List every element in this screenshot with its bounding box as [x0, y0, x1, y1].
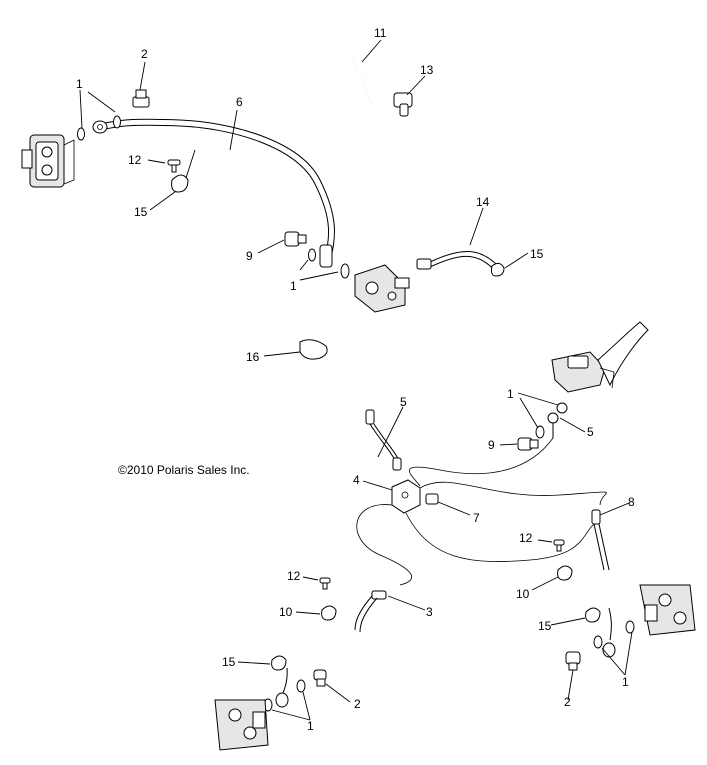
handlebar-master-cylinder [551, 321, 649, 393]
brake-line-end [602, 607, 616, 658]
crush-washer [340, 263, 350, 279]
callout-5: 5 [587, 425, 594, 439]
hose-clamp [321, 605, 337, 621]
callout-2: 2 [141, 47, 148, 61]
callout-7: 7 [473, 511, 480, 525]
callout-15: 15 [530, 247, 544, 261]
callout-15: 15 [134, 205, 148, 219]
brake-line-end [275, 667, 289, 708]
callout-10: 10 [279, 605, 293, 619]
brake-hose-8 [591, 509, 610, 571]
callout-9: 9 [246, 249, 253, 263]
callout-14: 14 [476, 195, 490, 209]
callout-2: 2 [564, 695, 571, 709]
screw [553, 539, 565, 552]
callout-1: 1 [76, 77, 83, 91]
callout-15: 15 [538, 619, 552, 633]
rear-left-brake-caliper [214, 699, 269, 751]
brake-hose-5 [365, 409, 402, 471]
crush-washer [625, 620, 635, 634]
crush-washer [308, 248, 316, 262]
callout-1: 1 [290, 279, 297, 293]
banjo-fitting [393, 92, 413, 117]
callout-1: 1 [307, 719, 314, 733]
crush-washer [593, 635, 603, 649]
hose-clamp [271, 655, 287, 671]
banjo-bolt [284, 231, 307, 247]
rear-right-brake-caliper [639, 584, 696, 636]
screw [319, 577, 331, 590]
callout-1: 1 [507, 387, 514, 401]
callout-12: 12 [519, 531, 533, 545]
banjo-bolt [565, 651, 581, 671]
banjo-fitting [547, 412, 559, 438]
crush-washer [77, 127, 85, 141]
screw [167, 159, 181, 173]
crush-washer [296, 679, 306, 693]
crush-washer [535, 425, 545, 439]
hose-clamp [557, 565, 573, 581]
callout-10: 10 [516, 587, 530, 601]
callout-16: 16 [246, 350, 260, 364]
callout-5: 5 [400, 395, 407, 409]
callout-8: 8 [628, 495, 635, 509]
brake-line [419, 481, 607, 506]
rear-master-cylinder [354, 264, 410, 313]
hose-clamp [299, 339, 328, 360]
callout-15: 15 [222, 655, 236, 669]
brake-distribution-block [391, 479, 421, 514]
copyright-notice: ©2010 Polaris Sales Inc. [118, 463, 250, 477]
callout-12: 12 [287, 569, 301, 583]
brake-hose-6 [92, 118, 335, 268]
banjo-bolt [517, 437, 539, 451]
banjo-bolt [132, 89, 150, 108]
hose-clamp [585, 607, 601, 623]
crush-washer [556, 402, 568, 414]
crush-washer [113, 115, 121, 129]
front-left-brake-caliper [21, 134, 75, 188]
callout-9: 9 [488, 438, 495, 452]
brake-hose-3 [354, 590, 387, 633]
leader-lines [79, 39, 633, 721]
bleeder-rod [351, 56, 373, 104]
callout-3: 3 [426, 605, 433, 619]
callout-2: 2 [354, 697, 361, 711]
brake-line [356, 504, 412, 586]
callout-6: 6 [236, 95, 243, 109]
callout-13: 13 [420, 63, 434, 77]
callout-1: 1 [622, 675, 629, 689]
callout-11: 11 [374, 26, 387, 40]
callout-4: 4 [353, 473, 360, 487]
brake-hose-14 [416, 251, 505, 277]
fitting [425, 493, 439, 505]
callout-12: 12 [128, 153, 142, 167]
brake-line [405, 512, 601, 562]
banjo-bolt [313, 669, 327, 687]
hose-clamp [171, 174, 189, 193]
brake-line [408, 437, 554, 487]
